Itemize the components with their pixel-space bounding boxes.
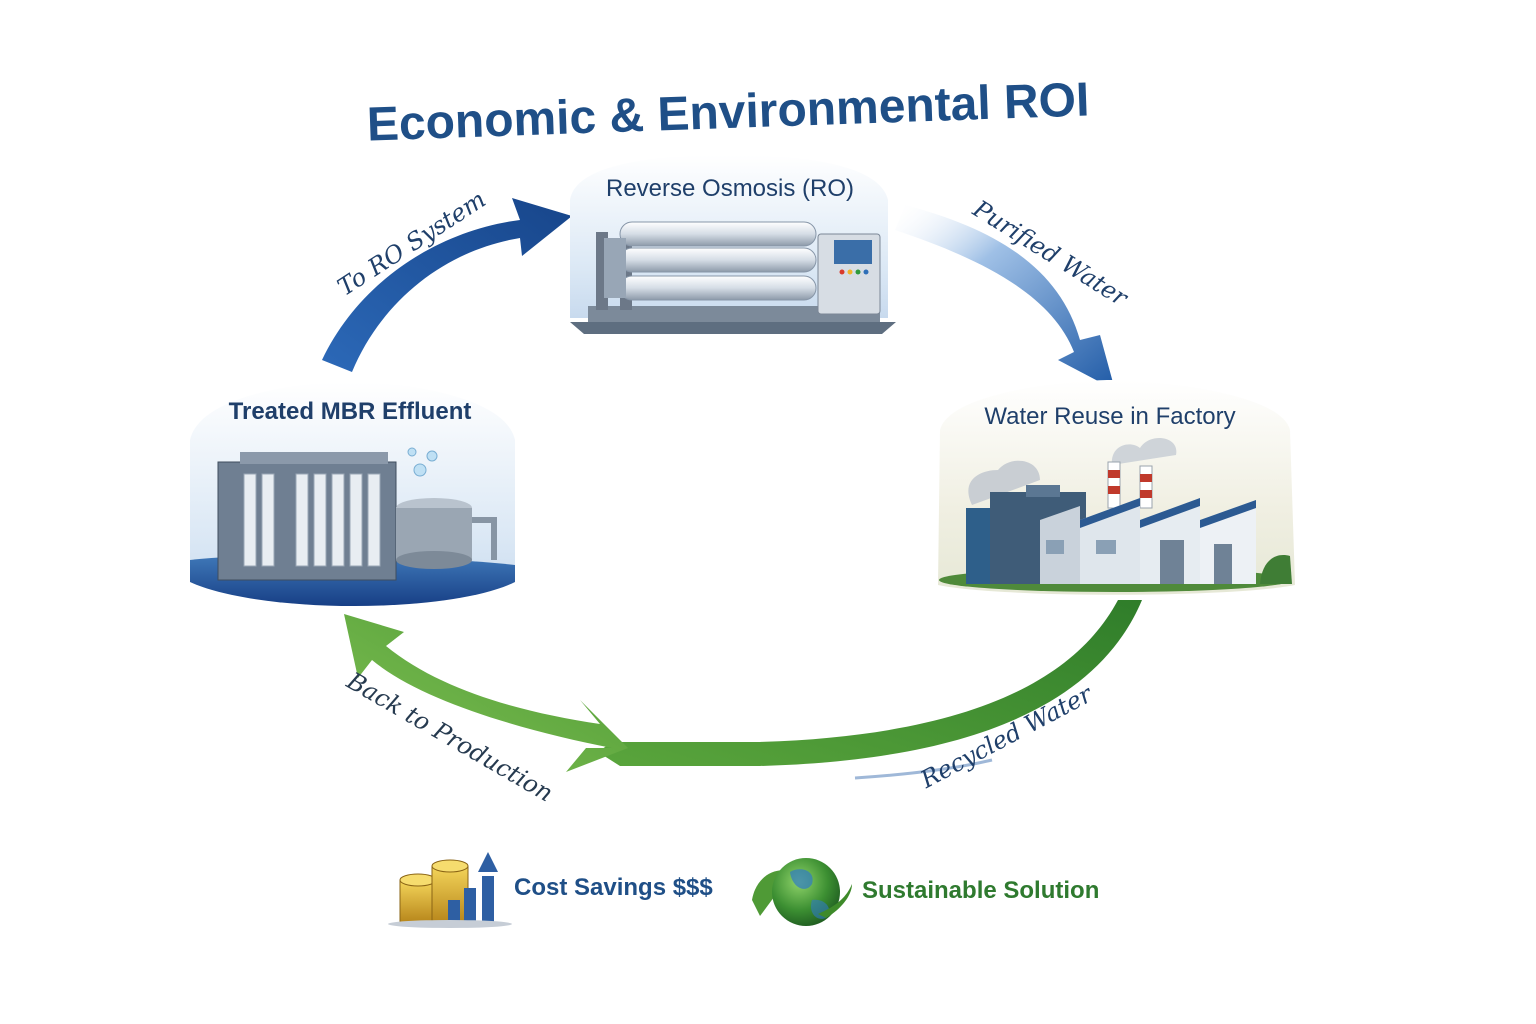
arrow-purified-water [895, 205, 1115, 390]
node-label-mbr: Treated MBR Effluent [229, 398, 472, 425]
arrow-to-ro [322, 198, 572, 372]
node-water-reuse-factory: Water Reuse in Factory [938, 380, 1295, 595]
globe-leaf-icon [752, 858, 852, 926]
mbr-plant-icon [190, 447, 515, 606]
ro-system-icon [570, 221, 896, 334]
node-label-factory: Water Reuse in Factory [984, 403, 1235, 430]
factory-icon [939, 438, 1292, 592]
arrow-back-to-production [344, 614, 628, 772]
coins-growth-icon [388, 852, 512, 928]
legend-cost-savings: Cost Savings $$$ [388, 852, 713, 928]
legend-cost-label: Cost Savings $$$ [514, 874, 713, 901]
legend-cost-text: Cost Savings $$$ [514, 874, 713, 901]
legend-sustainable-text: Sustainable Solution [862, 877, 1099, 904]
arrow-recycled-water [598, 600, 1142, 780]
legend-sustainable: Sustainable Solution [752, 858, 1099, 926]
diagram-title: Economic & Environmental ROI [366, 73, 1090, 151]
node-label-ro: Reverse Osmosis (RO) [606, 175, 854, 202]
node-reverse-osmosis: Reverse Osmosis (RO) [570, 155, 896, 334]
node-treated-mbr: Treated MBR Effluent [190, 382, 515, 606]
